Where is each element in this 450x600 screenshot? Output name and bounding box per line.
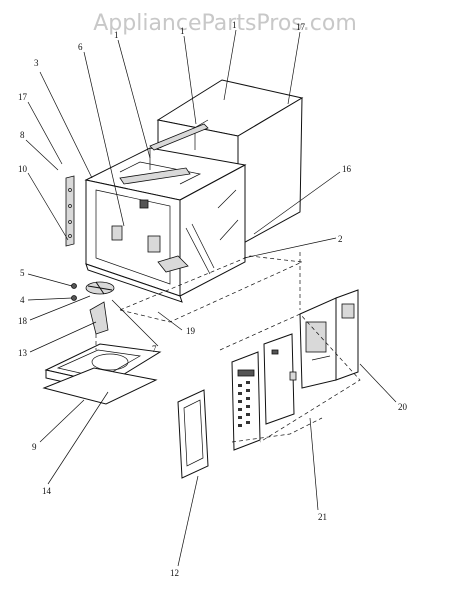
part-label-10: 10	[18, 164, 28, 174]
oven-cavity	[84, 147, 247, 297]
fan-motor-assembly	[71, 281, 115, 335]
part-label-12: 12	[170, 568, 179, 578]
door-frame	[177, 389, 209, 479]
part-label-4: 4	[20, 295, 25, 305]
watermark: AppliancePartsPros.com	[93, 11, 357, 36]
part-label-9: 9	[32, 442, 37, 452]
part-label-1: 1	[114, 30, 119, 40]
part-label-1c: 1	[232, 20, 237, 30]
control-bracket	[299, 289, 359, 389]
leader-lines	[25, 29, 397, 567]
part-label-3: 3	[34, 58, 39, 68]
part-label-18: 18	[18, 316, 28, 326]
part-label-7: 7	[152, 344, 157, 354]
group-21-bracket	[231, 417, 323, 443]
part-label-13: 13	[18, 348, 28, 358]
part-label-19: 19	[186, 326, 196, 336]
part-label-21: 21	[318, 512, 327, 522]
bottom-tray	[42, 334, 162, 405]
group-21-outline	[219, 313, 361, 443]
top-rail	[119, 123, 209, 185]
part-label-6: 6	[78, 42, 83, 52]
part-label-8: 8	[20, 130, 25, 140]
part-label-20: 20	[398, 402, 408, 412]
part-label-1b: 1	[180, 26, 185, 36]
part-label-16: 16	[342, 164, 352, 174]
part-label-17a: 17	[296, 22, 306, 32]
part-number-labels: 1 1 1 17 3 6 17 8 10 16 2 5 4 18 19 13 7…	[18, 20, 408, 578]
base-plate	[85, 255, 304, 323]
part-label-2: 2	[338, 234, 343, 244]
part-label-14: 14	[42, 486, 52, 496]
part-label-5: 5	[20, 268, 25, 278]
touch-panel	[231, 351, 261, 451]
part-label-17b: 17	[18, 92, 28, 102]
control-board	[263, 333, 297, 425]
hinge-plate	[65, 175, 75, 247]
